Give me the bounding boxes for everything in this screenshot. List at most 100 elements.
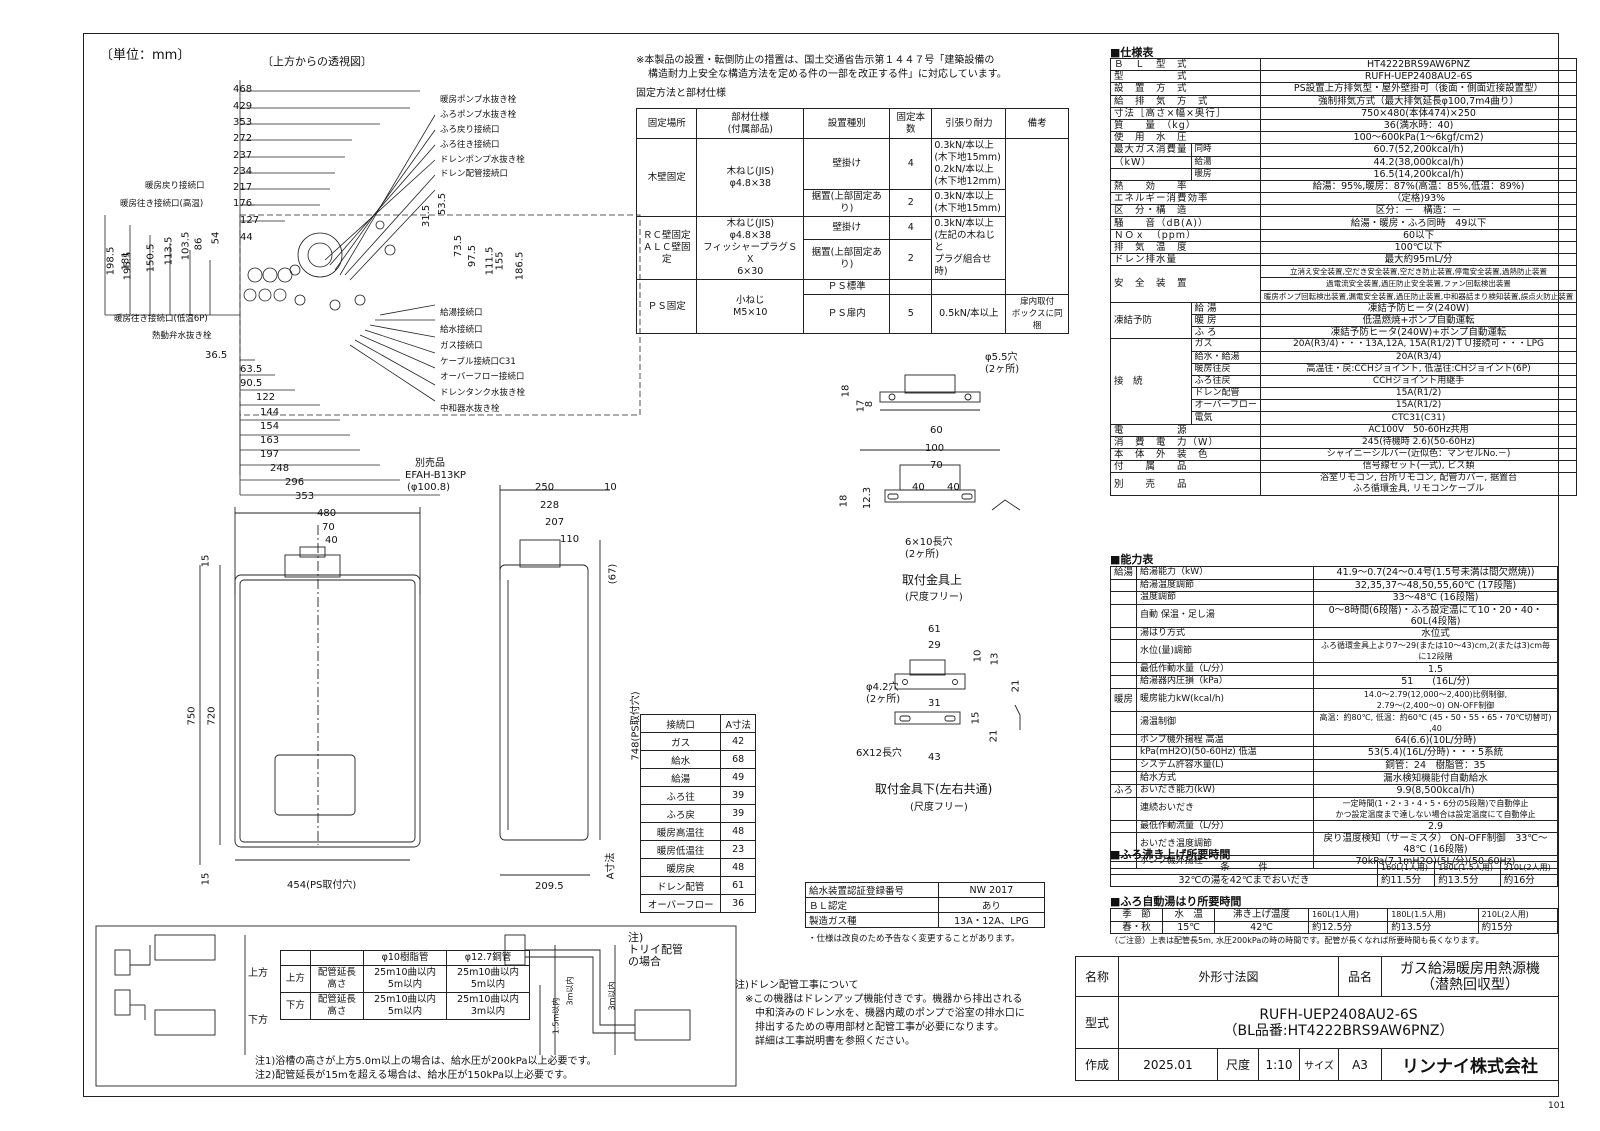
capacity-value: 水位式 — [1313, 626, 1558, 641]
conn-name: ドレン配管 — [639, 876, 722, 895]
label-drain-tank: ドレンタンク水抜き栓 — [440, 388, 526, 398]
upper-w40a: 40 — [912, 482, 925, 493]
boil-cell: 約16分 — [1499, 873, 1559, 888]
upper-hole: φ5.5穴 (2ヶ所) — [985, 352, 1020, 375]
drain-note-5: 詳細は工事説明書を参照ください。 — [735, 1036, 915, 1047]
capacity-item: 温度調節 — [1136, 591, 1315, 605]
pipe-header — [309, 950, 365, 966]
spec-cell: RUFH-UEP2408AU2-6S — [1259, 70, 1578, 84]
conn-value: 61 — [720, 876, 756, 895]
spec-row: 安 全 装 置立消え安全装置,空だき安全装置,空だき防止装置,停電安全装置,過熱… — [1110, 265, 1578, 303]
spec-row: 熱 効 率給湯：95%,暖房：87%(高温：85%,低温：89%) — [1110, 179, 1578, 194]
capacity-group — [1109, 626, 1138, 641]
pipe-note-2: 注2)配管延長が15mを超える場合は、給水圧が150kPa以上必要です。 — [255, 1070, 574, 1081]
dim-67: (67) — [607, 563, 619, 585]
capacity-value: 9.9(8,500kcal/h) — [1313, 783, 1558, 798]
dim-228: 228 — [540, 500, 560, 511]
dim-454: 454(PS取付穴) — [287, 880, 357, 891]
spec-cell: ふろ往戻 — [1190, 374, 1261, 389]
spec-row: 寸法［高さ×幅×奥行］750×480(本体474)×250 — [1110, 106, 1578, 120]
spec-cell: 給湯 — [1190, 301, 1261, 315]
tb-date: 2025.01 — [1118, 1048, 1218, 1081]
capacity-row: 給水方式漏水検知機能付自動給水 — [1109, 771, 1558, 785]
upper-w100: 100 — [925, 443, 945, 454]
pipe-cell: 25m10曲以内 3m以内 — [446, 992, 530, 1020]
dim-36-5: 36.5 — [205, 350, 228, 361]
fixing-header: 部材仕様 (付属部品) — [696, 108, 805, 139]
pipe-header: φ12.7銅管 — [446, 950, 530, 966]
page-number: 101 — [1548, 1101, 1566, 1111]
capacity-value: 高温：約80℃, 低温：約60℃ (45・50・55・65・70℃切替可) ,4… — [1313, 710, 1558, 735]
capacity-row: システム許容水量(L)銅管：24 樹脂管：35 — [1109, 758, 1558, 773]
fixing-num: 4 — [889, 138, 933, 190]
capacity-item: システム許容水量(L) — [1136, 758, 1315, 773]
spec-cell: 信号線セット(一式), ビス類 — [1259, 460, 1578, 474]
spec-cell: 接 続 — [1110, 338, 1192, 425]
capacity-value: 0〜8時間(6段階)・ふろ設定温にて10・20・40・60L(4段階) — [1313, 603, 1558, 628]
spec-row: 本 体 外 装 色シャイニーシルバー(近似色：マンセルNo.－) — [1110, 447, 1578, 462]
spec-cell: ドレン配管 — [1190, 387, 1261, 401]
capacity-item: kPa(mH2O)(50-60Hz) 低温 — [1136, 746, 1315, 760]
fixing-table: 固定場所 部材仕様 (付属部品) 設置種別 固定本数 引張り耐力 備考 木壁固定… — [635, 108, 1069, 334]
fixing-place: 木壁固定 — [635, 138, 698, 217]
fill-cell: 約15分 — [1477, 920, 1559, 935]
unit-label: 〔単位：mm〕 — [100, 48, 191, 63]
cert-value: 13A・12A、LPG — [937, 912, 1046, 928]
spec-row: ふろ凍結予防ヒータ(240W)+ポンプ自動運転 — [1111, 326, 1578, 340]
label-drain-pump-drain: ドレンポンプ水抜き栓 — [440, 155, 525, 165]
pipe-v1: 1.5m以内 — [551, 997, 561, 1035]
cert-key: 給水装置認証登録番号 — [805, 882, 939, 898]
spec-cell: 最大約95mL/分 — [1259, 252, 1578, 267]
fixing-num: 4 — [889, 216, 933, 240]
conn-name: ふろ戻 — [639, 804, 722, 823]
fixing-force: 0.5kN/本以上 — [931, 294, 1007, 334]
boil-header: 条 件 — [1110, 861, 1378, 875]
spec-cell: 消 費 電 力（W） — [1110, 435, 1261, 450]
dim-750: 750 — [186, 706, 198, 726]
dim-122: 122 — [256, 392, 276, 403]
spec-cell: AC100V 50-60Hz共用 — [1259, 423, 1578, 437]
capacity-group — [1109, 662, 1138, 676]
fixing-kind: 壁掛け — [803, 216, 891, 240]
label-gas: ガス接続口 — [440, 341, 483, 351]
dim-127: 127 — [240, 215, 260, 226]
spec-cell: 凍結予防 — [1110, 301, 1192, 340]
spec-cell: 給水・給湯 — [1190, 350, 1261, 364]
spec-cell: 給湯・暖房・ふろ同時 49以下 — [1259, 216, 1578, 230]
conn-value: 42 — [720, 732, 756, 751]
pipe-cell: 25m10曲以内 5m以内 — [446, 965, 530, 993]
label-bath-pump-drain: ふろポンプ水抜き栓 — [440, 110, 517, 120]
conn-name: 暖房戻 — [639, 858, 722, 877]
spec-cell: 使 用 水 圧 — [1110, 131, 1261, 145]
dim-15a: 15 — [200, 554, 212, 568]
notice-line-2: 構造耐力上安全な構造方法を定める件の一部を改正する件」に対応しています。 — [648, 69, 1007, 80]
dim-353: 353 — [233, 117, 253, 128]
capacity-group — [1109, 832, 1138, 857]
dim-54: 54 — [210, 231, 222, 245]
label-cable: ケーブル接続口C31 — [440, 357, 516, 367]
bracket-upper-drawing — [860, 374, 1021, 511]
spec-cell: 暖房ポンプ回転検出装置,漏電安全装置,過圧防止装置,中和器詰まり検知装置,誤点火… — [1259, 289, 1578, 303]
tb-name: 外形寸法図 — [1118, 956, 1339, 997]
dim-163: 163 — [260, 435, 280, 446]
conn-value: 39 — [720, 786, 756, 805]
capacity-group — [1109, 771, 1138, 785]
capacity-row: ふろおいだき能力(kW)9.9(8,500kcal/h) — [1109, 783, 1558, 798]
fixing-kind: 据置(上部固定あり) — [803, 238, 891, 280]
label-overflow: オーバーフロー接続口 — [440, 372, 525, 382]
conn-name: ガス — [639, 732, 722, 751]
notice-line-1: ※本製品の設置・転倒防止の措置は、国土交通省告示第１４４７号「建築設備の — [636, 55, 995, 66]
capacity-value: 64(6.6)(10L/分時) — [1313, 733, 1558, 748]
capacity-item: 湯温制御 — [1136, 710, 1315, 735]
capacity-group: ふろ — [1109, 783, 1138, 798]
table-row: ＢＬ認定あり — [805, 897, 1046, 913]
spec-cell: 別 売 品 — [1110, 472, 1261, 497]
conn-value: 49 — [720, 768, 756, 787]
upper-h18: 18 — [840, 384, 852, 398]
fixing-kind: ＰＳ扉内 — [803, 294, 891, 334]
